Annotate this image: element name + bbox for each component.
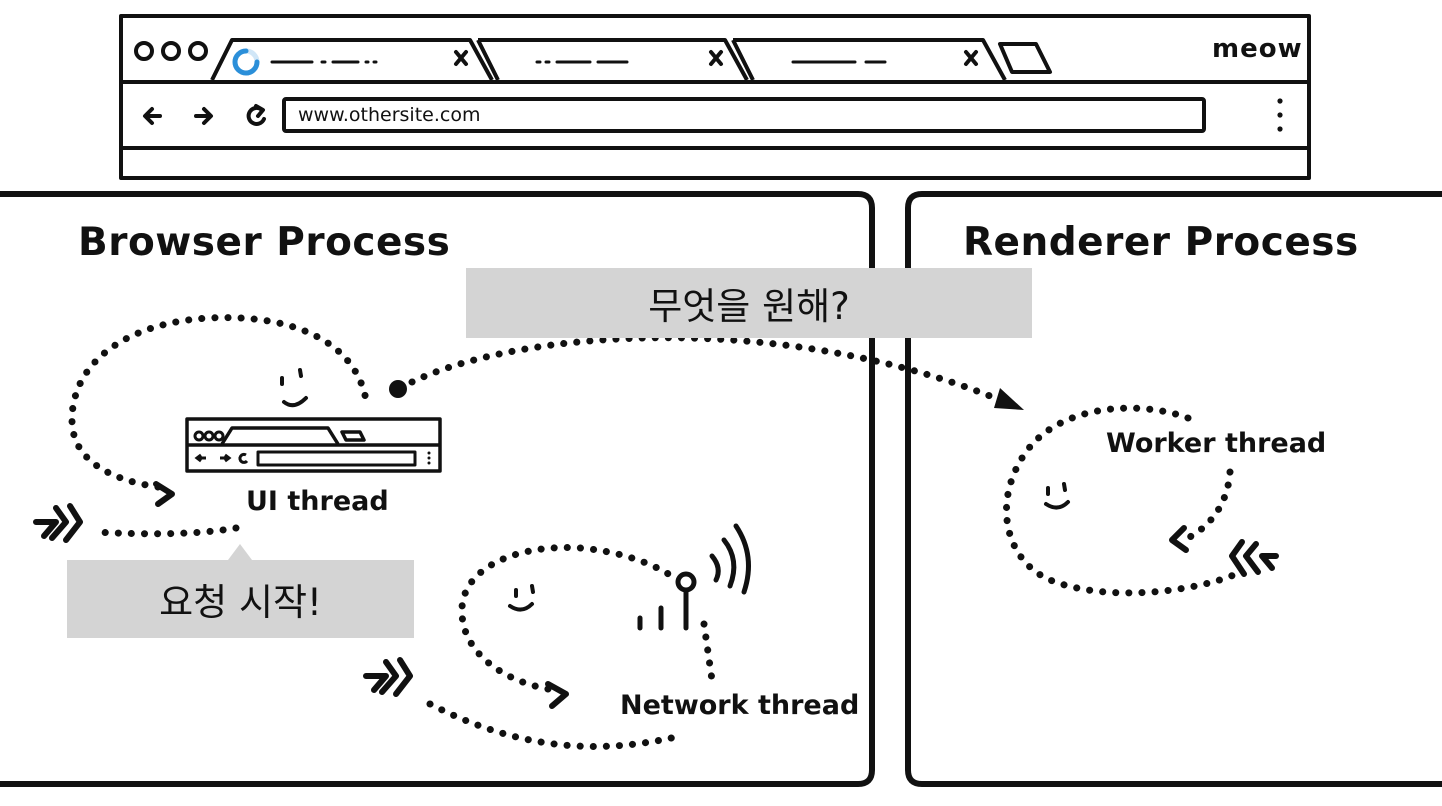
network-thread-right-dots (700, 620, 716, 684)
speech-bubble-top: 무엇을 원해? (466, 268, 1032, 338)
request-start-dot (389, 380, 407, 398)
browser-process-title: Browser Process (78, 220, 451, 265)
tab-2[interactable] (476, 38, 749, 81)
network-thread-label: Network thread (620, 690, 860, 721)
tab-close-icon[interactable] (454, 50, 978, 66)
back-arrow-icon[interactable] (143, 107, 162, 125)
speech-bubble-bottom: 요청 시작! (67, 560, 414, 638)
ui-thread-dotted-loop (68, 314, 370, 538)
request-dotted-arrow (408, 334, 1004, 404)
window-controls[interactable] (134, 41, 208, 61)
worker-thread-label: Worker thread (1106, 428, 1327, 459)
mini-browser-icon (185, 417, 442, 473)
network-thread-motion-icon (363, 657, 413, 697)
ui-thread-face-icon (280, 368, 308, 408)
forward-arrow-icon[interactable] (194, 107, 213, 125)
tab-1[interactable] (210, 38, 494, 81)
browser-process-frame (0, 191, 875, 787)
speech-bubble-top-text: 무엇을 원해? (648, 285, 850, 328)
network-thread-tail-dots (426, 700, 684, 750)
network-thread-arrow-icon (545, 681, 569, 709)
renderer-process-title: Renderer Process (963, 220, 1359, 265)
worker-thread-face-icon (1044, 482, 1070, 510)
loading-spinner-icon (232, 48, 260, 76)
ui-thread-label: UI thread (246, 486, 389, 517)
close-window-icon (134, 41, 154, 61)
renderer-process-frame (905, 191, 1442, 787)
ui-thread-arrow-icon (153, 481, 175, 507)
window-title: meow (1212, 34, 1303, 64)
minimize-window-icon (161, 41, 181, 61)
reload-icon[interactable] (246, 104, 266, 126)
address-bar[interactable] (282, 97, 1206, 133)
worker-thread-dotted-loop (1003, 404, 1240, 597)
request-arrow-head-icon (994, 388, 1024, 410)
network-thread-face-icon (508, 584, 535, 612)
tab-3[interactable] (731, 38, 1007, 81)
speech-bubble-bottom-text: 요청 시작! (159, 581, 322, 624)
new-tab-icon[interactable] (998, 42, 1052, 74)
mini-browser-menu-icon (427, 451, 431, 465)
ui-thread-motion-icon (33, 503, 83, 543)
antenna-icon (637, 523, 751, 631)
bubble-pointer (228, 544, 252, 560)
menu-dots-icon[interactable] (1277, 98, 1283, 132)
worker-thread-inner-dots (1184, 468, 1234, 542)
network-thread-dotted-loop (458, 544, 681, 693)
maximize-window-icon (188, 41, 208, 61)
address-bar-url[interactable]: www.othersite.com (298, 104, 481, 126)
mini-browser-controls-icon (193, 430, 249, 464)
worker-thread-motion-icon (1229, 539, 1279, 577)
worker-thread-arrow-icon (1169, 525, 1189, 553)
